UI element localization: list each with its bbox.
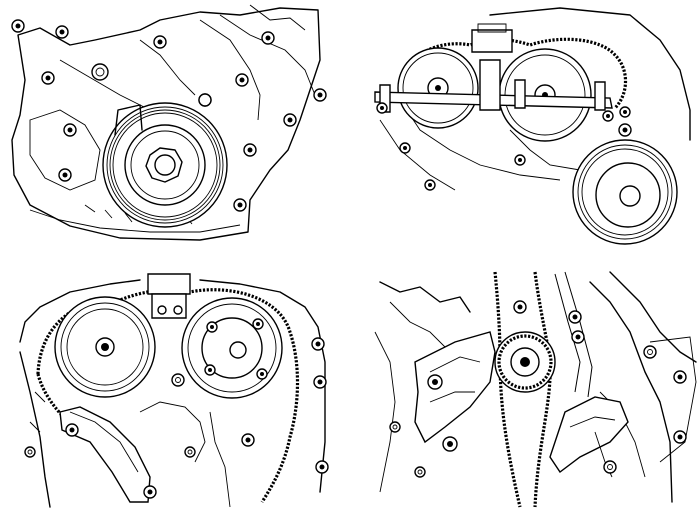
bolts [25,338,328,498]
left-chain-guide [415,332,495,442]
camshaft-holding-tool-illustration [360,0,699,250]
chain-guide [60,407,150,502]
bolts [390,301,686,477]
right-chain-guide [550,397,628,472]
panel-camshaft-holding-tool [360,0,699,250]
block-outline [12,8,320,240]
crankshaft-pulley-illustration [0,0,335,250]
chain-tensioner [148,274,190,318]
crankshaft-pulley [573,140,677,244]
crankshaft-sprocket [495,332,555,392]
crankshaft-pulley [103,103,227,227]
chain-tensioner [472,30,512,52]
bolts [377,103,631,190]
panel-camshaft-sprockets [0,262,335,512]
timing-chain-left [495,272,520,507]
right-camshaft-sprocket [182,298,282,398]
camshaft-sprockets-illustration [0,262,335,512]
left-camshaft-sprocket [55,297,155,397]
left-camshaft-sprocket [398,48,478,128]
bolts [12,20,326,211]
camshaft-holding-tool [375,60,612,112]
panel-crankshaft-sprocket [360,262,699,512]
panel-crankshaft-pulley [0,0,335,250]
crankshaft-sprocket-illustration [360,262,699,512]
